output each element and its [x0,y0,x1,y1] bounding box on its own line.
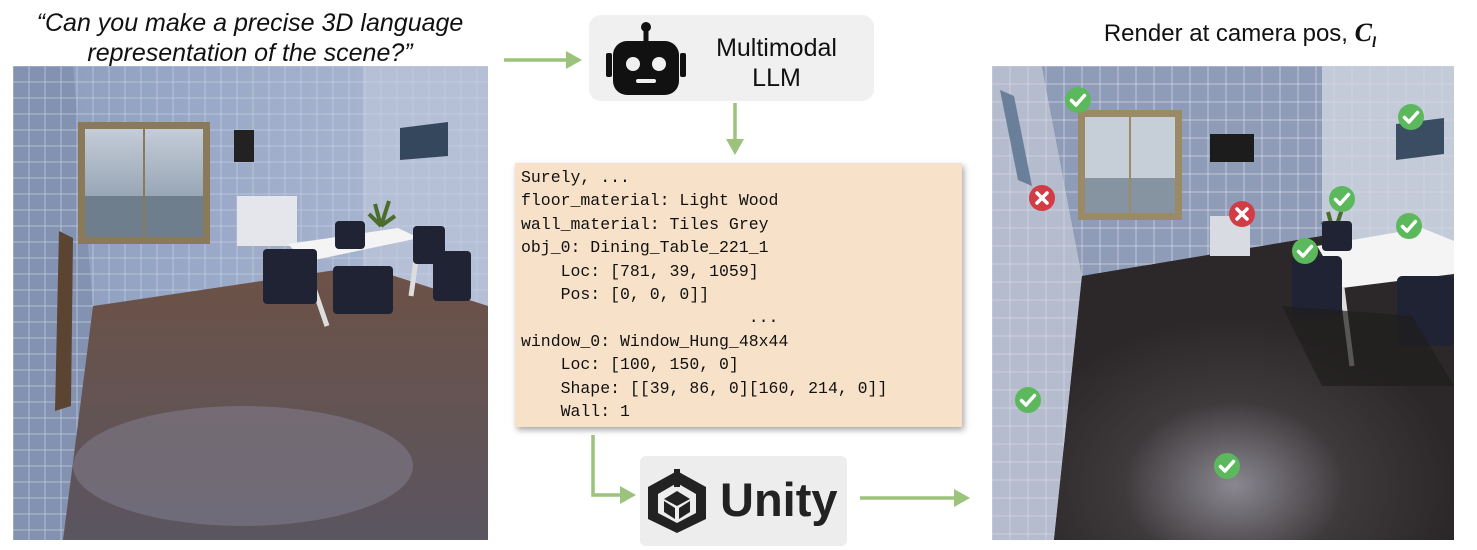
code-line: Shape: [[39, 86, 0][160, 214, 0]] [521,378,888,398]
code-line: Surely, ... [521,168,630,187]
code-line: window_0: Window_Hung_48x44 [521,331,789,351]
arrow-to-llm [504,51,582,69]
camera-subscript: l [1371,34,1377,51]
prompt-line-1: “Can you make a precise 3D language [36,9,464,37]
code-line: Wall: 1 [521,402,630,421]
input-scene-image [13,66,488,540]
cross-icon [1229,201,1255,227]
llm-label: Multimodal LLM [694,33,859,93]
check-icon [1015,387,1041,413]
code-line: Pos: [0, 0, 0]] [521,285,710,304]
llm-label-line-2: LLM [752,64,801,92]
check-icon [1329,186,1355,212]
check-icon [1292,238,1318,264]
render-title-text: Render at camera pos, [1103,20,1355,47]
prompt-text: “Can you make a precise 3D language repr… [0,8,500,68]
camera-symbol: C [1354,18,1372,47]
prompt-line-2: representation of the scene?” [87,39,413,67]
cross-icon [1029,185,1055,211]
check-icon [1065,87,1091,113]
code-line: Loc: [100, 150, 0] [521,355,739,375]
code-line: Loc: [781, 39, 1059] [521,261,759,281]
check-icon [1396,213,1422,239]
render-title: Render at camera pos, Cl [1040,18,1440,58]
arrow-to-unity [591,435,636,504]
check-icon [1214,453,1240,479]
code-line: obj_0: Dining_Table_221_1 [521,238,769,258]
unity-label: Unity [720,473,838,526]
arrow-to-code [726,103,744,155]
code-line: wall_material: Tiles Grey [521,214,769,234]
scene-language-output: Surely, ... floor_material: Light Wood w… [515,163,962,427]
rendered-scene-image [992,66,1454,540]
robot-icon [606,22,686,95]
unity-logo-icon [648,469,706,533]
arrow-to-render [860,489,970,507]
check-icon [1398,104,1424,130]
code-line: ... [521,308,779,328]
llm-label-line-1: Multimodal [716,34,837,62]
code-line: floor_material: Light Wood [521,191,779,211]
